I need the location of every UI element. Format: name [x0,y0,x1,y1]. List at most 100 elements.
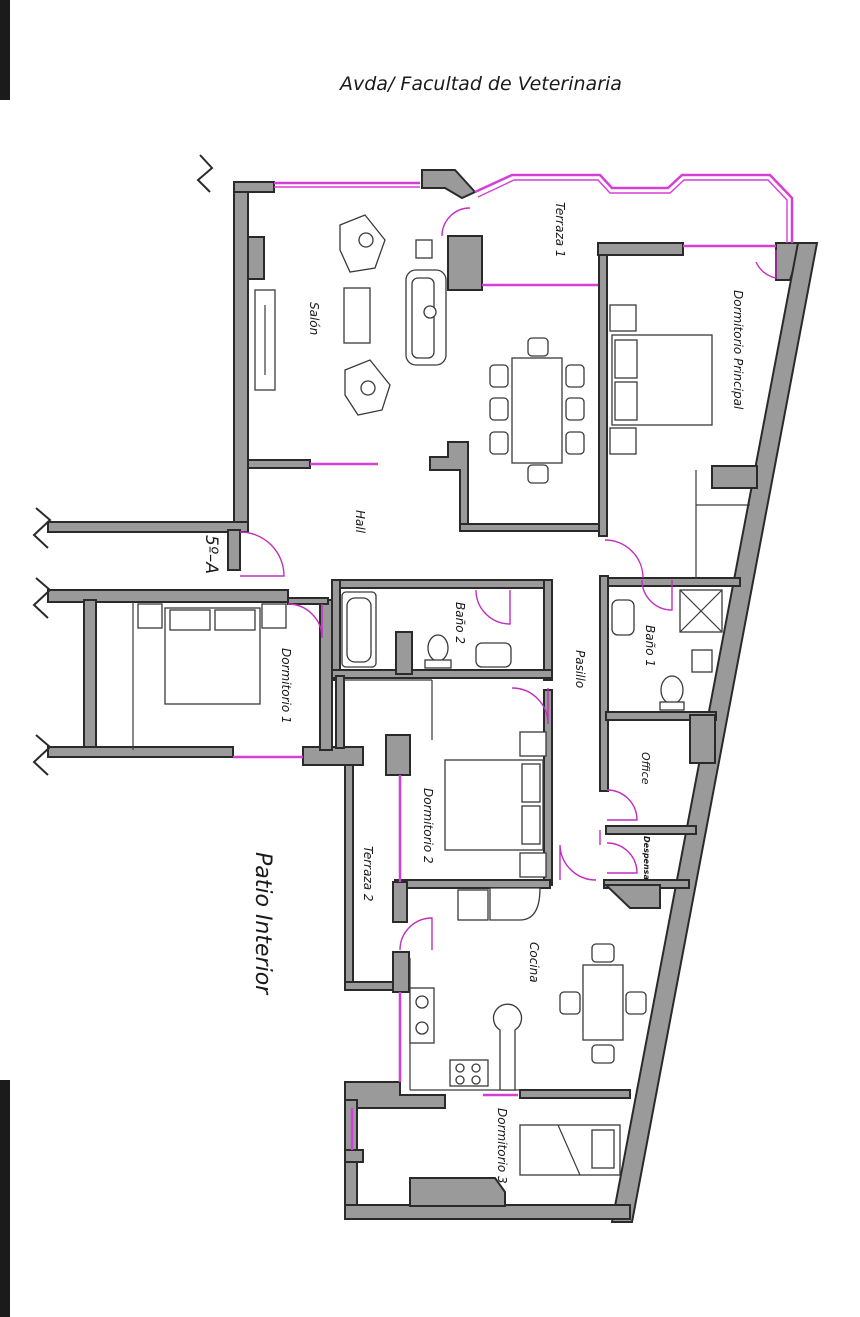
walls [47,169,819,1223]
doors [239,207,777,951]
wall-salon-pillar [247,236,265,280]
person-armchair-top [358,232,374,248]
wall-bano2-right [543,579,553,681]
kitchen-table [582,964,624,1041]
burner [471,1075,481,1085]
left-frame-bar [0,0,10,1317]
label-dormitorio1: Dormitorio 1 [279,648,293,724]
kitchen-chair [591,943,615,963]
wall-bano2-pillar [395,631,413,675]
sink [611,599,635,636]
wall-entrance-bottom [47,589,289,603]
person-armchair-bottom [360,380,376,396]
wall-dormp-top [597,242,684,256]
wall-dining-pillar [429,441,469,531]
wall-terraza2-bottom [344,981,401,991]
door-entrance [239,531,285,577]
label-bano2: Baño 2 [453,602,467,644]
bidet [691,649,713,673]
burner [471,1063,481,1073]
wall-office-bottom [605,825,697,835]
street-label: Avda/ Facultad de Veterinaria [338,73,622,95]
wall-dormp-closet [711,465,758,489]
label-bano1: Baño 1 [643,625,657,667]
wall-bano2-left [331,579,341,681]
dining-chair [565,364,585,388]
wall-salon-left [233,184,249,531]
cabinet [457,889,489,921]
person-on-sofa [423,305,437,319]
wall-cocina-bottom-left [344,1081,446,1109]
door-despensa [606,842,638,874]
stove [449,1059,489,1087]
unit-label: 5º–A [201,535,221,574]
wall-office-pillar [689,714,716,764]
door-dormp-terrace [755,250,777,279]
shower-line [679,589,723,633]
window-terraza1-rail-inner [477,179,788,243]
toilet [427,634,449,662]
pillow [591,1129,615,1169]
break-mark-top [196,154,214,193]
wall-dorm1-top [287,597,329,605]
counter-peninsula [492,1003,523,1091]
sofa-cushion [411,277,435,359]
label-dormitorio-principal: Dormitorio Principal [731,290,745,410]
bathtub-inner [346,597,372,663]
door-bano2 [475,589,511,625]
dining-chair [565,397,585,421]
dining-chair [489,431,509,455]
wall-cocina-top-left [392,951,410,993]
dining-chair [527,337,549,357]
pillow [614,339,638,379]
sink-bowl [415,1021,429,1035]
kitchen-chair [625,991,647,1015]
label-terraza2: Terraza 2 [361,846,375,902]
wall-dorm1-left [83,599,97,753]
label-hall: Hall [353,510,367,534]
wall-hall-salon [247,459,311,469]
wall-dorm2-bottom [394,879,551,889]
toilet-tank [424,659,452,669]
wall-dining-bottom [459,523,606,532]
sink-bowl [415,995,429,1009]
wall-cocina-pillar [603,884,661,909]
wall-terraza1-pillar [421,169,477,200]
label-dormitorio3: Dormitorio 3 [495,1108,509,1184]
door-office [606,789,638,821]
break-mark-dorm1-bottom [32,734,52,776]
label-terraza1: Terraza 1 [553,202,567,258]
wall-dorm1-bottom [47,746,234,758]
kitchen-chair [591,1044,615,1064]
wall-terraza2-top [392,881,408,923]
break-marks [32,154,214,776]
kitchen-chair [559,991,581,1015]
dining-chair [527,464,549,484]
wall-salon-top-left [233,181,275,193]
wall-dorm3-bottom [344,1204,631,1220]
wall-terraza1-block [447,235,483,291]
dining-chair [489,397,509,421]
label-cocina: Cocina [527,942,541,983]
label-salon: Salón [307,302,321,335]
wall-bano1-top [599,577,741,587]
wall-dorm3-closet [409,1177,506,1207]
wall-dorm2-pillar [385,734,411,776]
dining-table [511,357,563,464]
windows [233,173,794,1150]
wall-entrance-jamb [227,529,241,571]
nightstand [519,731,547,757]
side-table [415,239,433,259]
nightstand [261,603,287,629]
wall-bano2-bottom [331,669,553,679]
door-terraza1 [441,207,471,237]
toilet [660,675,684,705]
door-dorm2 [511,687,549,725]
bed-fold [557,1124,581,1176]
patio-label: Patio Interior [250,852,275,996]
pillow [214,609,256,631]
nightstand [609,304,637,332]
nightstand [137,603,163,629]
furniture [137,214,723,1176]
closet-curve [489,887,541,921]
